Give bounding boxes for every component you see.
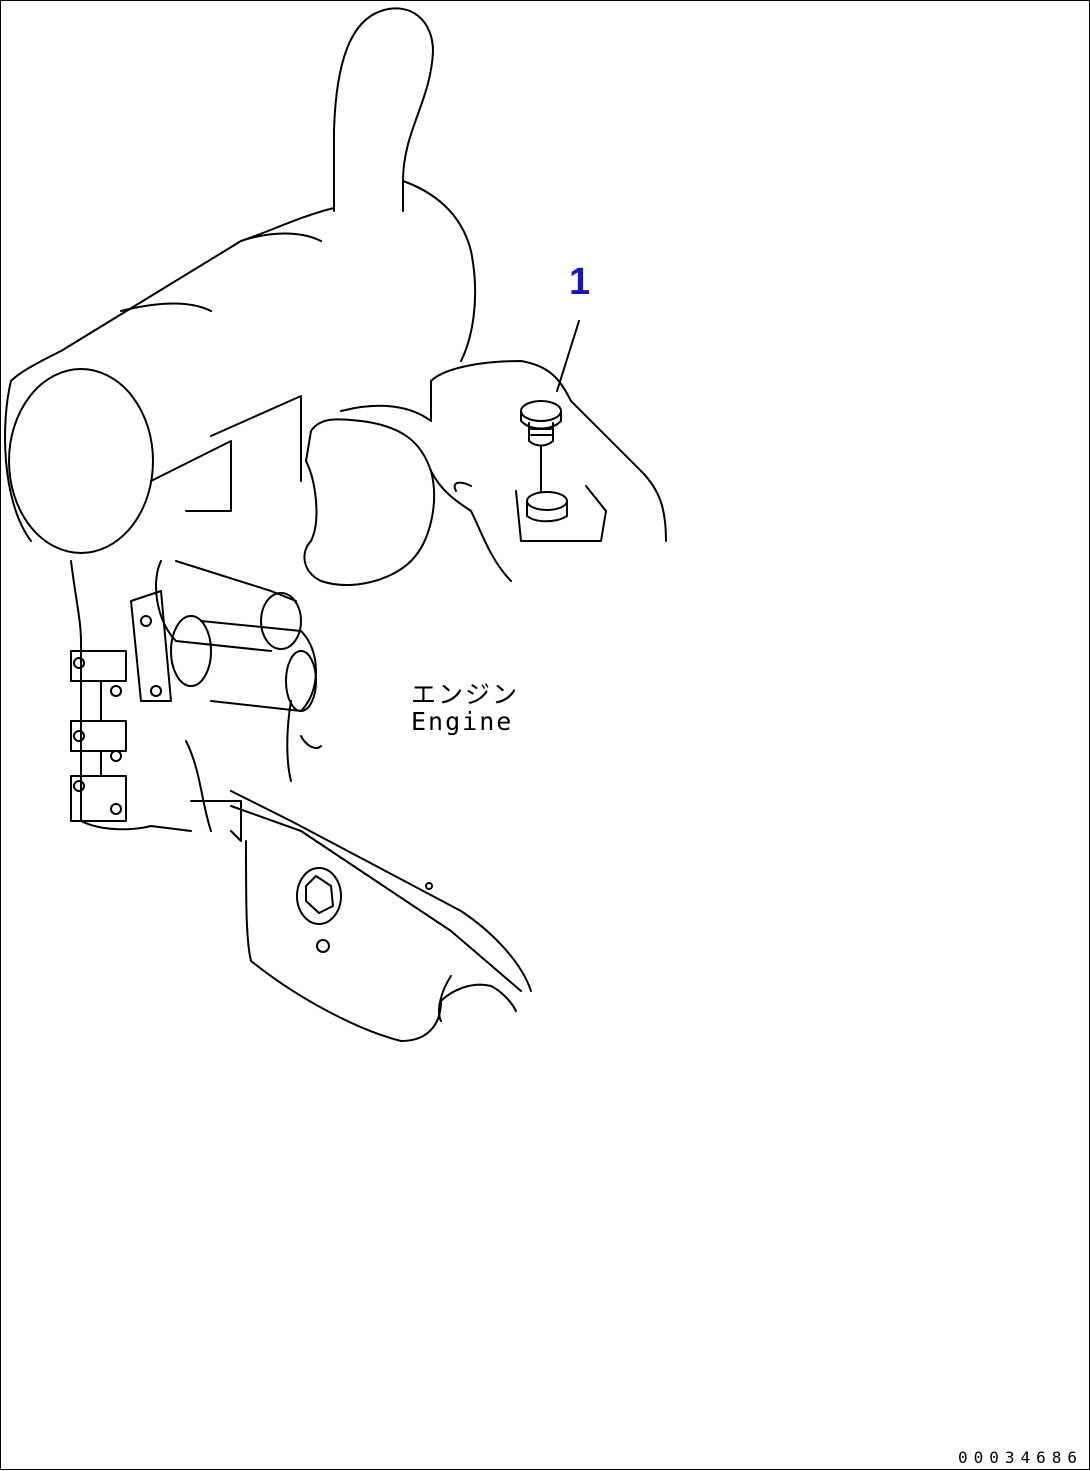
leader-line [556, 320, 580, 392]
engine-label-en: Engine [411, 707, 514, 736]
part-callout-1: 1 [569, 261, 591, 303]
engine-label-jp: エンジン [411, 680, 520, 709]
radiator-cap [520, 400, 562, 422]
starter-motor [260, 592, 302, 650]
flywheel-housing [190, 800, 242, 842]
inspection-cover [296, 867, 342, 925]
filler-neck [526, 491, 568, 511]
engine-mount [70, 650, 127, 682]
turbo-elbow [303, 418, 436, 586]
muffler-end [8, 368, 154, 554]
drawing-number: 00034686 [957, 1448, 1083, 1467]
exhaust-stack [333, 7, 434, 212]
